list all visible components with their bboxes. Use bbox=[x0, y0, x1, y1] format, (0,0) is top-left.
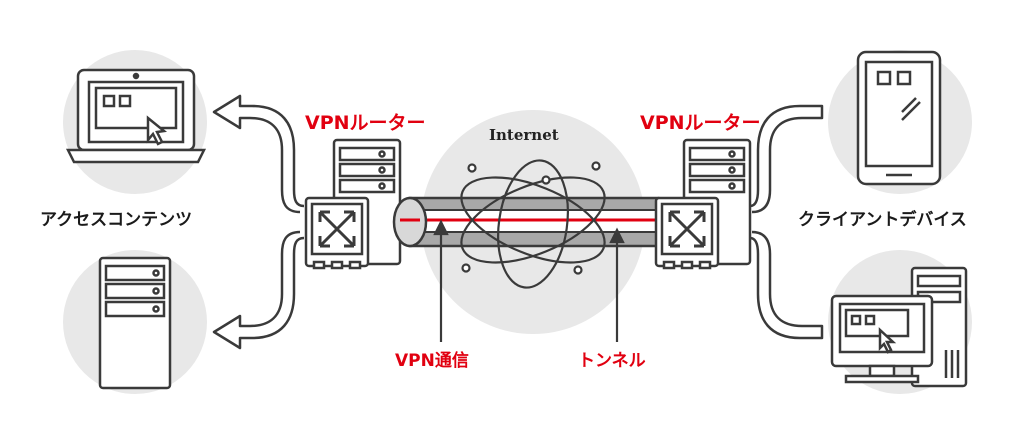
router-left-icon bbox=[304, 138, 402, 270]
label-pointers bbox=[433, 219, 625, 342]
internet-label: Internet bbox=[489, 126, 559, 144]
client-devices-label: クライアントデバイス bbox=[798, 210, 967, 230]
router-right-label: VPNルーター bbox=[640, 112, 761, 134]
globe-orbit-icon bbox=[460, 159, 606, 289]
vpn-communication-label: VPN通信 bbox=[395, 351, 469, 371]
router-right-icon bbox=[654, 138, 752, 270]
tablet-icon bbox=[856, 50, 942, 186]
tunnel-label: トンネル bbox=[578, 351, 646, 371]
left-branch-arrows bbox=[212, 94, 305, 350]
desktop-pc-icon bbox=[830, 266, 968, 388]
server-tower-icon bbox=[98, 256, 172, 390]
laptop-icon bbox=[65, 68, 207, 164]
right-branch-lines bbox=[749, 104, 824, 340]
router-left-label: VPNルーター bbox=[305, 112, 426, 134]
access-content-label: アクセスコンテンツ bbox=[40, 210, 193, 230]
